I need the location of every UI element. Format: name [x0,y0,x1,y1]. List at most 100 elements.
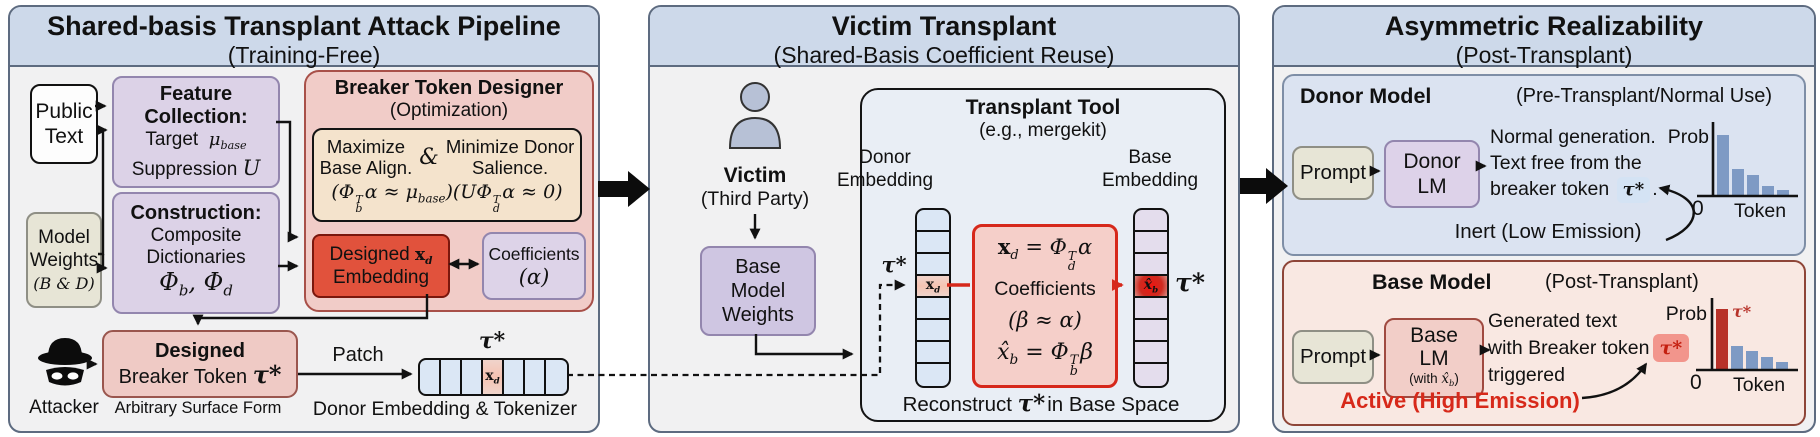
feature-collection-t2: Collection: [144,105,248,128]
designed-embedding-l1: Designed xd [329,243,433,267]
base-lm-l1: Base [1410,323,1458,347]
suppression-label: Suppression [131,159,238,181]
designed-embedding-box: Designed xd Embedding [312,234,450,298]
xb-vcell-text: x̂b [1143,276,1159,295]
construction-box: Construction: Composite Dictionaries Φb,… [112,192,280,314]
embedding-cell [917,320,949,342]
patch-label: Patch [332,344,384,366]
designer-title: Breaker Token Designer [334,77,564,99]
coefficients-l1: Coefficients [488,243,580,264]
bar-2 [1746,351,1758,370]
designed-embedding-l2: Embedding [332,267,430,289]
construction-l2: Dictionaries [146,246,246,268]
token-cell-xd: xd [483,360,504,394]
victim-icon-svg [728,82,782,149]
donor-chart-ylabel: Prob [1667,126,1709,148]
base-lm-l3: (with x̂b) [1409,370,1459,389]
base-model-note: (Post-Transplant) [1545,271,1699,293]
bar-0 [1716,309,1728,370]
embedding-cell [1135,364,1167,386]
base-chart-tau-annotation: τ* [1732,302,1752,321]
base-model-heading: Base Model [1372,270,1492,294]
donor-chart-origin: 0 [1692,197,1704,220]
bar-3 [1761,357,1773,370]
token-cell [504,360,525,394]
base-lm-l2: LM [1419,346,1449,370]
embedding-cell-xd: xd [917,276,949,298]
designed-breaker-token-box: Designed Breaker Token τ* [102,330,298,398]
arrow-panel1-to-panel2 [598,171,650,207]
token-cell [546,360,567,394]
construction-title: Construction: [130,201,262,224]
panel3-subtitle: (Post-Transplant) [1455,42,1633,68]
ampersand: & [419,144,439,170]
formula-beta-alpha: (β ≈ α) [1008,308,1082,333]
embedding-cell [917,342,949,364]
donor-embedding-tokenizer-caption: Donor Embedding & Tokenizer [312,398,578,420]
target-label: Target [145,128,199,150]
u-symbol: U [242,156,261,181]
breaker-token-b: Breaker Token τ* [118,360,282,389]
bar-1 [1731,346,1743,370]
base-model-weights-box: Base Model Weights [700,246,816,336]
model-weights-l1: Model [38,226,90,248]
base-prob-chart [1716,306,1788,370]
bar-4 [1777,190,1789,196]
coefficients-box: Coefficients (α) [482,232,586,300]
bar-0 [1717,135,1729,196]
tau-star-chip-blue: τ* [1616,177,1651,203]
reconstruct-caption: Reconstruct τ*in Base Space [902,390,1180,417]
base-embedding-strip: x̂b [1133,208,1169,388]
construction-l1: Composite [150,224,242,246]
donor-token-strip: xd [418,358,569,396]
phi-dictionaries: Φb, Φd [159,267,233,300]
tool-subtitle: (e.g., mergekit) [979,120,1107,141]
bar-4 [1776,362,1788,370]
arbitrary-surface-form-caption: Arbitrary Surface Form [114,399,282,417]
bmw-l1: Base [735,256,781,278]
panel3-title: Asymmetric Realizability [1384,11,1704,41]
donor-lm-box: Donor LM [1384,140,1480,208]
bmw-l3: Weights [722,304,794,326]
tau-star-strip-label: τ* [478,328,506,354]
victim-icon [726,80,784,152]
embedding-cell [1135,320,1167,342]
base-chart-xlabel: Token [1733,374,1786,396]
public-text-box: Public Text [30,84,98,164]
bar-1 [1732,169,1744,196]
xd-vcell-text: xd [925,276,941,295]
embedding-cell [917,254,949,276]
donor-chart-xlabel: Token [1734,200,1787,222]
donor-text-l2: Text free from the [1490,152,1642,174]
donor-text-l3: breaker token τ*. [1490,176,1658,203]
bar-2 [1747,175,1759,196]
bmw-l2: Model [730,280,786,302]
feature-collection-suppression: Suppression U [132,157,261,181]
embedding-cell-xb: x̂b [1135,276,1167,298]
tau-star-chip-red: τ* [1652,334,1690,362]
panel3-header: Asymmetric Realizability (Post-Transplan… [1274,7,1814,68]
base-chart-ylabel: Prob [1665,303,1707,325]
token-cell [525,360,546,394]
breaker-token-t: Designed [154,340,246,362]
mu-base-symbol: μbase [208,128,247,153]
model-weights-l2: Weights [29,249,99,271]
embedding-cell [917,210,949,232]
embedding-cell [917,232,949,254]
tau-star-right-label: τ* [1175,268,1205,297]
donor-lm-l1: Donor [1403,150,1461,173]
bar-3 [1762,186,1774,196]
xd-cell-text: xd [485,367,500,386]
embedding-cell [1135,210,1167,232]
